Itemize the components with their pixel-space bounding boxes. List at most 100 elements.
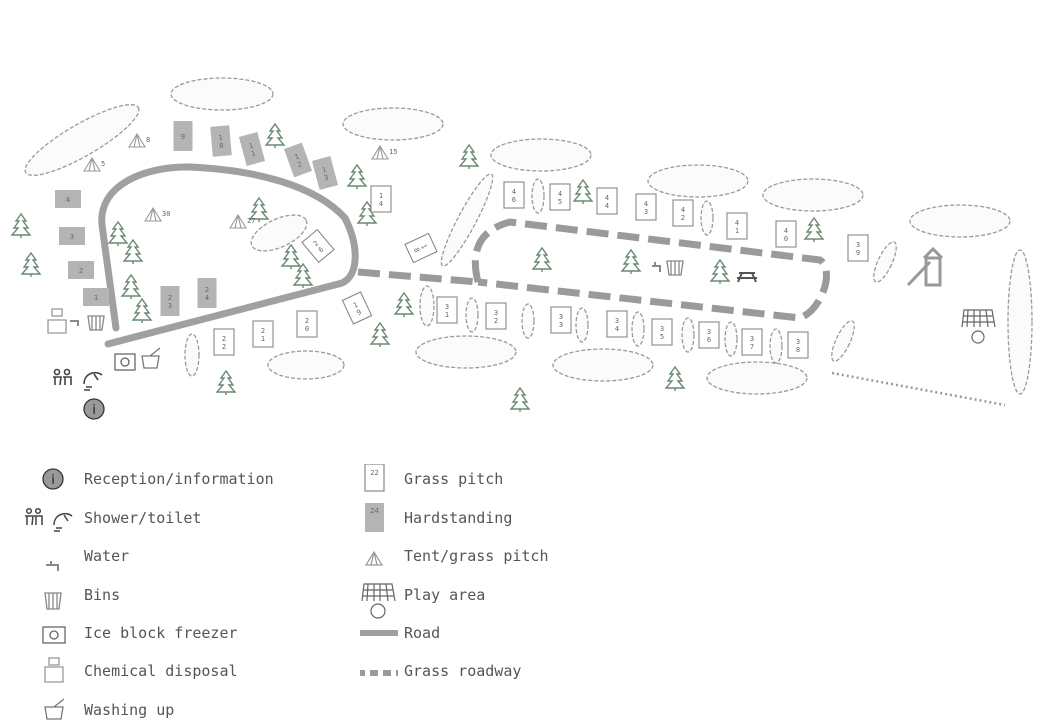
svg-text:5: 5 (101, 160, 105, 168)
grass-pitch-31[interactable]: 31 (436, 296, 458, 324)
grass-pitch-19[interactable]: 19 (341, 291, 373, 325)
hardstanding-pitch-3[interactable]: 3 (59, 227, 85, 245)
grass-pitch-34[interactable]: 34 (606, 310, 628, 338)
legend-label: Bins (84, 586, 121, 604)
svg-text:15: 15 (389, 148, 397, 156)
hardstanding-pitch-9[interactable]: 9 (173, 121, 193, 151)
hedge (1007, 249, 1033, 395)
grass-pitch-36[interactable]: 36 (698, 321, 720, 349)
svg-text:4: 4 (605, 194, 609, 202)
picnic-table-icon[interactable] (737, 272, 757, 283)
hardstanding-pitch-1[interactable]: 1 (83, 288, 109, 306)
tent-pitch-27[interactable]: 27 (229, 213, 255, 229)
grass-pitch-18[interactable]: 18 (404, 232, 438, 264)
road (98, 163, 359, 348)
svg-text:6: 6 (317, 245, 325, 254)
grass-pitch-45[interactable]: 45 (549, 183, 571, 211)
grass-pitch-37[interactable]: 37 (741, 328, 763, 356)
grass-pitch-26[interactable]: 26 (301, 228, 335, 264)
svg-text:3: 3 (707, 328, 711, 336)
tent-pitch-8[interactable]: 8 (128, 132, 150, 148)
svg-text:i: i (92, 403, 96, 418)
toilet-icon[interactable] (53, 368, 72, 386)
legend-label: Washing up (84, 701, 175, 719)
swatch-number-top: 22 (370, 469, 378, 477)
svg-text:30: 30 (162, 210, 170, 218)
svg-text:7: 7 (750, 343, 754, 351)
grass-pitch-swatch: 22 (364, 464, 385, 492)
svg-text:1: 1 (94, 294, 98, 302)
hardstanding-pitch-10[interactable]: 10 (210, 125, 232, 157)
svg-text:2: 2 (205, 286, 209, 294)
hardstanding-pitch-4[interactable]: 4 (55, 190, 81, 208)
legend-label: Water (84, 547, 130, 565)
grass-pitch-43[interactable]: 43 (635, 193, 657, 221)
grass-pitch-42[interactable]: 42 (672, 199, 694, 227)
svg-text:27: 27 (247, 217, 255, 225)
hedge (631, 311, 645, 347)
svg-text:3: 3 (750, 335, 754, 343)
hedge (706, 361, 808, 395)
svg-text:3: 3 (644, 208, 648, 216)
hedge (342, 107, 444, 141)
grass-pitch-33[interactable]: 33 (550, 306, 572, 334)
hedge (873, 241, 897, 283)
grass-pitch-14[interactable]: 14 (370, 185, 392, 213)
svg-text:4: 4 (558, 190, 562, 198)
reception-icon[interactable]: i (83, 398, 105, 420)
grass-pitch-35[interactable]: 35 (651, 318, 673, 346)
svg-text:1: 1 (735, 227, 739, 235)
tent-pitch-5[interactable]: 5 (83, 156, 105, 172)
svg-text:4: 4 (735, 219, 739, 227)
svg-text:3: 3 (70, 233, 74, 241)
playground-icon[interactable] (906, 246, 944, 287)
hardstanding-pitch-13[interactable]: 13 (311, 156, 339, 190)
svg-text:9: 9 (181, 133, 185, 141)
water-tap-icon[interactable] (652, 262, 661, 272)
chemical-disposal-icon[interactable] (47, 308, 67, 334)
hedge (521, 303, 535, 339)
bin-icon[interactable] (87, 315, 105, 331)
grass-pitch-44[interactable]: 44 (596, 187, 618, 215)
hedge (490, 138, 592, 172)
grass-pitch-20[interactable]: 20 (296, 310, 318, 338)
svg-text:4: 4 (644, 200, 648, 208)
goal-net-icon[interactable] (961, 309, 996, 344)
tent-pitch-30[interactable]: 30 (144, 206, 170, 222)
hardstanding-pitch-23[interactable]: 23 (160, 286, 180, 316)
svg-text:3: 3 (323, 173, 329, 182)
svg-text:0: 0 (784, 235, 788, 243)
hardstanding-pitch-11[interactable]: 11 (238, 132, 266, 166)
legend-label: Chemical disposal (84, 662, 238, 680)
svg-text:2: 2 (261, 327, 265, 335)
svg-text:5: 5 (558, 198, 562, 206)
svg-text:4: 4 (379, 200, 383, 208)
bin-icon[interactable] (666, 260, 684, 276)
grass-pitch-39[interactable]: 39 (847, 234, 869, 262)
hardstanding-pitch-2[interactable]: 2 (68, 261, 94, 279)
grass-pitch-21[interactable]: 21 (252, 320, 274, 348)
svg-text:1: 1 (250, 149, 256, 158)
hedge (681, 317, 695, 353)
hedge (250, 214, 308, 252)
hardstanding-pitch-12[interactable]: 12 (283, 142, 313, 178)
water-tap-icon[interactable] (70, 320, 79, 326)
freezer-icon[interactable] (114, 353, 136, 371)
tent-pitch-15[interactable]: 15 (371, 144, 397, 160)
shower-icon[interactable] (83, 371, 103, 391)
svg-text:4: 4 (615, 325, 619, 333)
grass-pitch-22[interactable]: 22 (213, 328, 235, 356)
grass-pitch-40[interactable]: 40 (775, 220, 797, 248)
svg-text:3: 3 (615, 317, 619, 325)
hedge (575, 307, 589, 343)
grass-roadway-swatch (360, 670, 398, 676)
grass-pitch-38[interactable]: 38 (787, 331, 809, 359)
grass-pitch-41[interactable]: 41 (726, 212, 748, 240)
svg-text:2: 2 (79, 267, 83, 275)
svg-text:8: 8 (412, 247, 421, 254)
hardstanding-pitch-24[interactable]: 24 (197, 278, 217, 308)
washing-up-icon[interactable] (141, 347, 161, 369)
grass-pitch-32[interactable]: 32 (485, 302, 507, 330)
grass-pitch-46[interactable]: 46 (503, 181, 525, 209)
